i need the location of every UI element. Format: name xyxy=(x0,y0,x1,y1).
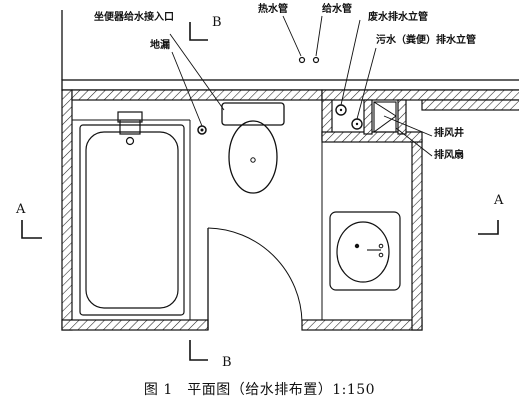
waste-riser-label: 废水排水立管 xyxy=(368,12,428,23)
section-b-top: B xyxy=(212,15,222,30)
vent-shaft-symbol xyxy=(373,101,397,133)
toilet xyxy=(221,102,285,194)
figure-caption: 图 1 平面图（给水排布置）1:150 xyxy=(143,382,376,398)
door-swing xyxy=(207,227,303,330)
cold-pipe-label: 给水管 xyxy=(322,4,352,15)
bathtub xyxy=(79,111,185,316)
floor-drain-symbol xyxy=(197,125,207,135)
section-b-bottom: B xyxy=(222,355,232,370)
section-a-right: A xyxy=(494,193,504,208)
sewage-riser-label: 污水（粪便）排水立管 xyxy=(376,35,476,46)
section-markers xyxy=(21,22,499,361)
leader-lines xyxy=(169,15,433,157)
washbasin xyxy=(329,211,401,291)
exhaust-fan-label: 排风扇 xyxy=(434,150,464,161)
section-a-left: A xyxy=(16,202,26,217)
vent-shaft-label: 排风井 xyxy=(434,128,464,139)
riser-pipes xyxy=(335,104,363,130)
hot-pipe-label: 热水管 xyxy=(258,4,288,15)
supply-pipe-points xyxy=(298,56,320,64)
floor-drain-label: 地漏 xyxy=(150,40,170,51)
toilet-inlet-label: 坐便器给水接入口 xyxy=(94,12,174,23)
bathroom-walls xyxy=(61,89,519,331)
